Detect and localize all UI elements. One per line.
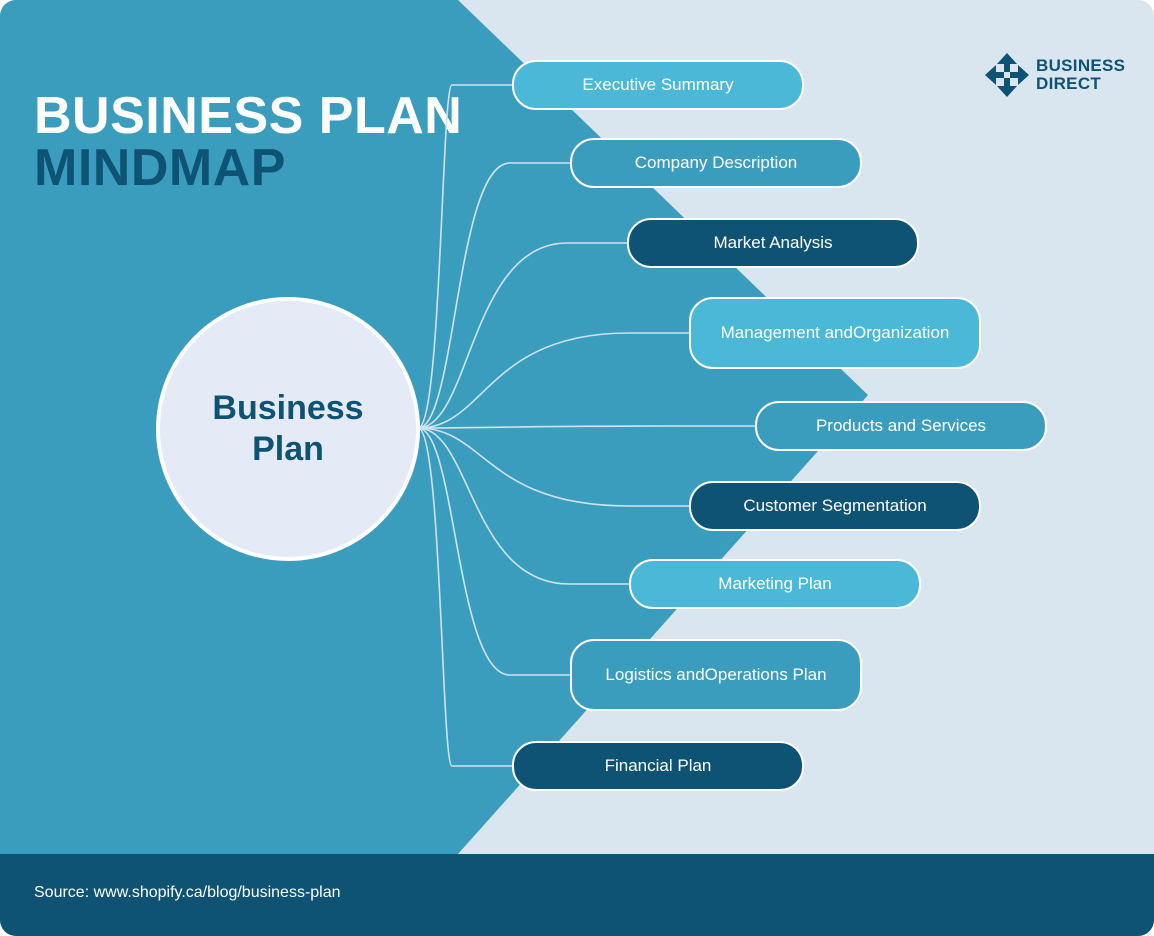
source-citation: Source: www.shopify.ca/blog/business-pla… <box>34 884 341 901</box>
four-way-arrows-icon <box>985 53 1029 97</box>
title-line-2: MINDMAP <box>34 139 286 197</box>
branch-node-label: Marketing Plan <box>718 573 832 593</box>
branch-node-label: Market Analysis <box>713 232 833 252</box>
branch-node-label: Products and Services <box>815 415 987 435</box>
branch-node: Executive Summary <box>512 60 804 110</box>
branch-node: Marketing Plan <box>629 559 921 609</box>
branch-node: Financial Plan <box>512 741 804 791</box>
branch-node-label-line: Organization <box>852 322 950 342</box>
center-node-label: Business Plan <box>212 389 364 468</box>
connector-line <box>417 427 689 507</box>
connector-line <box>417 332 689 429</box>
connector-line <box>417 427 570 676</box>
branch-node-label: Financial Plan <box>604 755 712 775</box>
title-line-1: BUSINESS PLAN <box>34 87 463 145</box>
branch-node-label-line: Logistics and <box>605 664 705 684</box>
brand-name-line-2: DIRECT <box>1036 74 1102 93</box>
connector-line <box>417 242 627 429</box>
branch-node-label: Customer Segmentation <box>743 495 927 515</box>
branch-node-label-line: Operations Plan <box>704 664 827 684</box>
center-node: Business Plan <box>156 297 420 561</box>
branch-node-label: Executive Summary <box>582 74 734 94</box>
brand-logo: BUSINESS DIRECT <box>984 52 1125 98</box>
footer-bar: Source: www.shopify.ca/blog/business-pla… <box>0 854 1154 936</box>
branch-node: Customer Segmentation <box>689 481 981 531</box>
connector-line <box>417 162 570 429</box>
branch-node-label: Company Description <box>634 152 798 172</box>
branch-node-label-line: Management and <box>720 322 853 342</box>
connector-line <box>417 427 512 767</box>
connector-line <box>417 84 512 429</box>
branch-node: Company Description <box>570 138 862 188</box>
branch-node: Management and OrganizationManagement an… <box>689 297 981 369</box>
connector-line <box>417 427 629 585</box>
branch-node: Products and Services <box>755 401 1047 451</box>
connector-line <box>417 425 755 429</box>
brand-name-line-1: BUSINESS <box>1036 56 1126 76</box>
branch-node: Market Analysis <box>627 218 919 268</box>
